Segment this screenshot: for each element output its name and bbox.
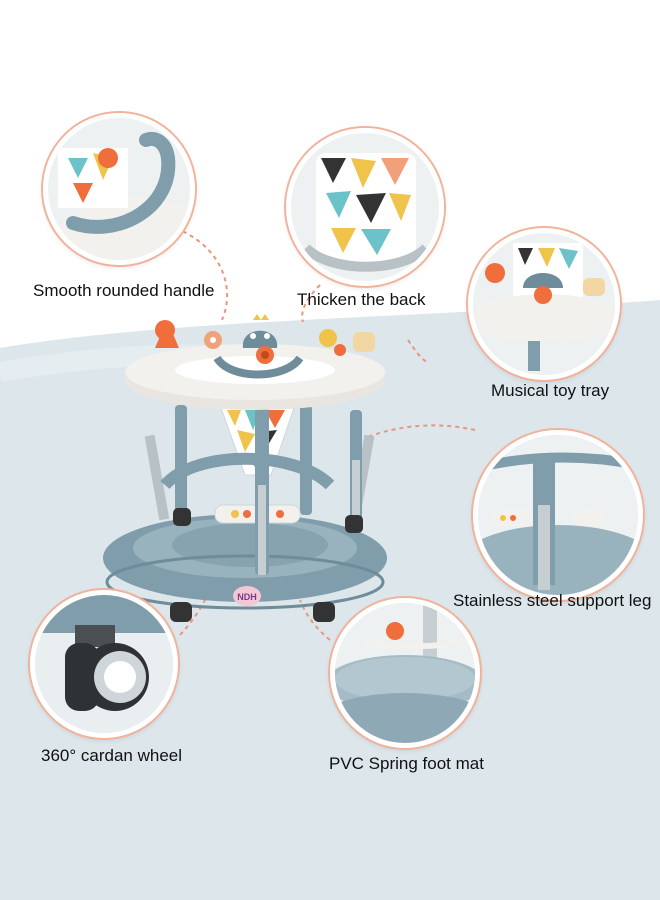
- callout-lines: [167, 224, 476, 641]
- handle-callout-line: [167, 224, 229, 321]
- wheel-closeup-image: [35, 595, 173, 733]
- feature-label-tray: Musical toy tray: [491, 381, 610, 400]
- base-edge: [105, 554, 385, 610]
- logo-badge: [233, 586, 261, 606]
- baby-walker-image: NDH: [103, 314, 387, 622]
- tray-callout-line: [407, 339, 429, 364]
- feature-label-back: Thicken the back: [297, 290, 426, 309]
- leg-back-right: [300, 405, 312, 515]
- toy-octopus: [242, 330, 278, 348]
- support-bar-left: [144, 434, 170, 521]
- steel-tube: [538, 505, 550, 590]
- frame-arc: [160, 452, 335, 490]
- toy-elephant: [353, 332, 375, 352]
- back-callout-line: [301, 284, 321, 323]
- feature-label-wheel: 360° cardan wheel: [41, 746, 183, 765]
- wheel-left: [170, 602, 192, 622]
- tray-closeup-top: [473, 294, 615, 342]
- foot-mat: [172, 523, 328, 567]
- feature-label-mat: PVC Spring foot mat: [329, 754, 484, 773]
- toy-crown: [253, 314, 269, 320]
- wheel-back-right: [345, 515, 363, 533]
- feature-circle-wheel: [30, 590, 178, 738]
- handle-closeup-image: [48, 118, 190, 260]
- tray-arms: [213, 355, 304, 379]
- feature-circle-handle: [43, 113, 195, 265]
- handle-bar: [66, 132, 176, 234]
- logo-text: NDH: [237, 592, 257, 602]
- feature-label-leg: Stainless steel support leg: [453, 591, 652, 610]
- feature-circle-tray: [468, 228, 620, 380]
- background-band: [0, 300, 660, 900]
- toy-gear: [319, 329, 337, 347]
- mat-closeup-image: [335, 603, 475, 743]
- feature-circle-back: [286, 128, 444, 286]
- back-closeup-image: [291, 133, 439, 281]
- leg-closeup-image: [478, 435, 638, 595]
- wheel-back-left: [173, 508, 191, 526]
- feature-label-handle: Smooth rounded handle: [33, 281, 215, 300]
- leg-back-left: [175, 405, 187, 515]
- steel-tube-front: [258, 485, 266, 575]
- feature-circle-mat: [330, 598, 480, 748]
- feature-circle-leg: [473, 430, 643, 600]
- tray-closeup-image: [473, 233, 615, 375]
- wheel-right: [313, 602, 335, 622]
- wheel-callout-line: [179, 587, 211, 636]
